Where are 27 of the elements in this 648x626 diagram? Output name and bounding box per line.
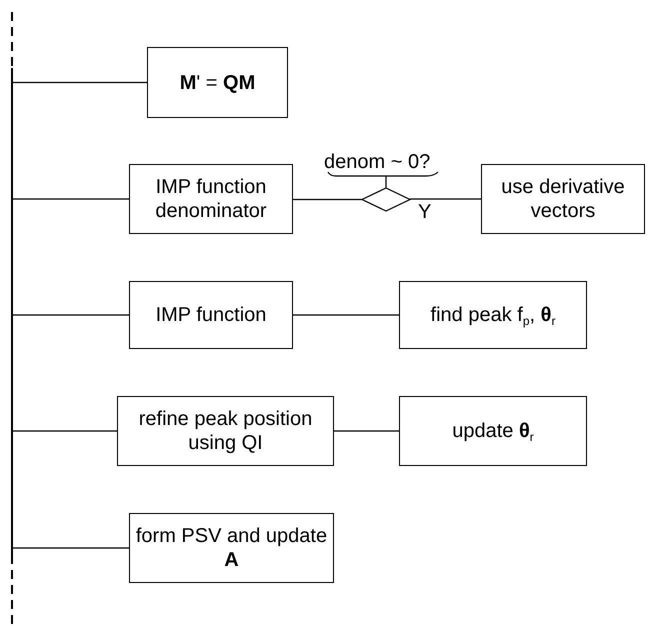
process-box: [399, 396, 587, 466]
process-box: [129, 281, 293, 349]
step-text: find peak f$_{p}$, θ$_{r}$: [430, 303, 556, 327]
process-box: [129, 513, 334, 583]
connector-line: [334, 430, 399, 432]
connector-line: [13, 547, 129, 549]
step-text: update θ$_{r}$: [452, 419, 534, 443]
process-box: [481, 164, 645, 234]
connector-line: [410, 198, 481, 200]
process-box: [399, 281, 587, 349]
process-box: [117, 396, 334, 466]
edge-label: Y: [418, 201, 432, 224]
step-text: IMP function: [156, 303, 266, 327]
connector-line: [13, 82, 147, 84]
connector-line: [13, 198, 129, 200]
connector-line: [293, 314, 399, 316]
connector-line: [13, 430, 117, 432]
process-box: [129, 164, 293, 234]
step-text: form PSV and update A: [134, 524, 328, 572]
condition-label: denom ~ 0?: [324, 151, 430, 174]
step-text: use derivative vectors: [500, 175, 626, 223]
step-text: refine peak position using QI: [138, 407, 314, 455]
step-text: M' = QM: [180, 70, 256, 94]
connector-line: [13, 314, 129, 316]
step-text: IMP function denominator: [154, 175, 268, 223]
connector-line: [293, 198, 362, 200]
process-box: [147, 47, 288, 118]
